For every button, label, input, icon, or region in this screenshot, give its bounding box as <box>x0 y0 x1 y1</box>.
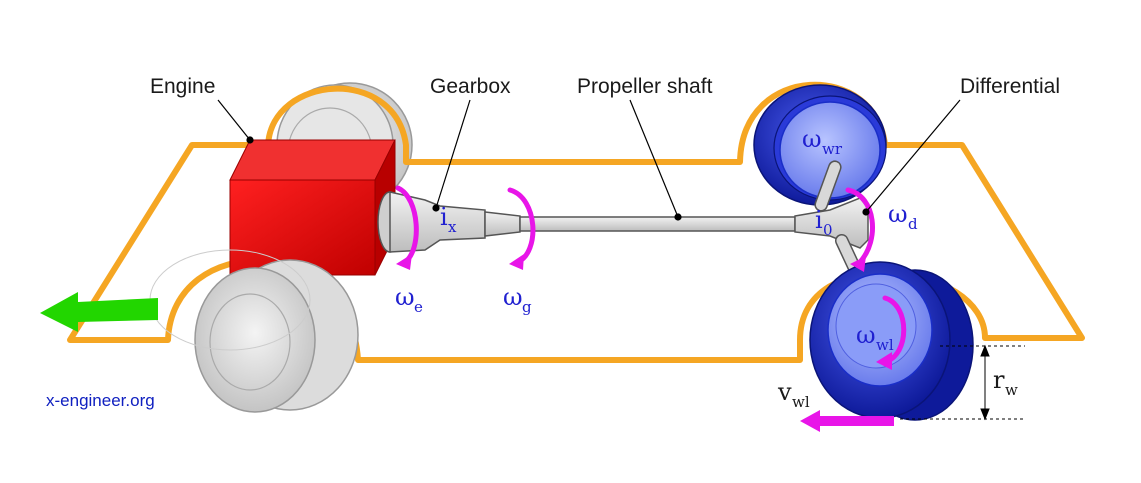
i-0-sub: 0 <box>823 221 833 239</box>
omega-g-arrow <box>507 187 536 265</box>
engine-label: Engine <box>150 75 215 98</box>
leader-lines <box>217 99 961 221</box>
omega-d-sub: d <box>908 215 918 233</box>
i-x-sub: x <box>448 218 457 236</box>
engine-block <box>229 139 396 276</box>
omega-wr-symbol: ω wr <box>802 125 843 158</box>
omega-wl-arrow <box>882 295 907 365</box>
omega-wr-main: ω <box>802 125 822 153</box>
v-wl-sub: wl <box>792 393 810 411</box>
rear-left-wheel <box>809 261 974 421</box>
v-wl-main: v <box>777 378 792 406</box>
wheel-radius-dimension <box>900 344 1025 421</box>
omega-wr-sub: wr <box>822 140 843 158</box>
front-left-wheel <box>149 249 359 413</box>
propeller-shaft-label: Propeller shaft <box>577 75 713 98</box>
omega-e-sub: e <box>414 298 423 316</box>
omega-e-symbol: ω e <box>395 283 423 316</box>
omega-e-main: ω <box>395 283 415 311</box>
site-watermark: x-engineer.org <box>46 391 155 410</box>
i-0-symbol: i 0 <box>815 206 833 239</box>
i-x-main: i <box>440 203 448 231</box>
gearbox-label: Gearbox <box>430 75 511 98</box>
omega-g-main: ω <box>503 283 523 311</box>
omega-g-symbol: ω g <box>503 283 532 316</box>
differential-label: Differential <box>960 75 1060 98</box>
omega-wr-arrow <box>845 187 875 265</box>
omega-wl-symbol: ω wl <box>856 321 894 354</box>
i-0-main: i <box>815 206 823 234</box>
r-w-main: r <box>993 366 1005 394</box>
rotation-arrowheads <box>396 254 892 370</box>
propeller-shaft <box>519 216 796 232</box>
omega-g-sub: g <box>522 298 532 316</box>
omega-wl-sub: wl <box>876 336 894 354</box>
velocity-arrow <box>800 410 894 432</box>
v-wl-symbol: v wl <box>777 378 810 411</box>
omega-wl-main: ω <box>856 321 876 349</box>
forward-arrow <box>40 292 158 332</box>
r-w-symbol: r w <box>993 366 1018 399</box>
r-w-sub: w <box>1005 381 1018 399</box>
i-x-symbol: i x <box>440 203 457 236</box>
omega-d-main: ω <box>888 200 908 228</box>
omega-d-symbol: ω d <box>888 200 918 233</box>
